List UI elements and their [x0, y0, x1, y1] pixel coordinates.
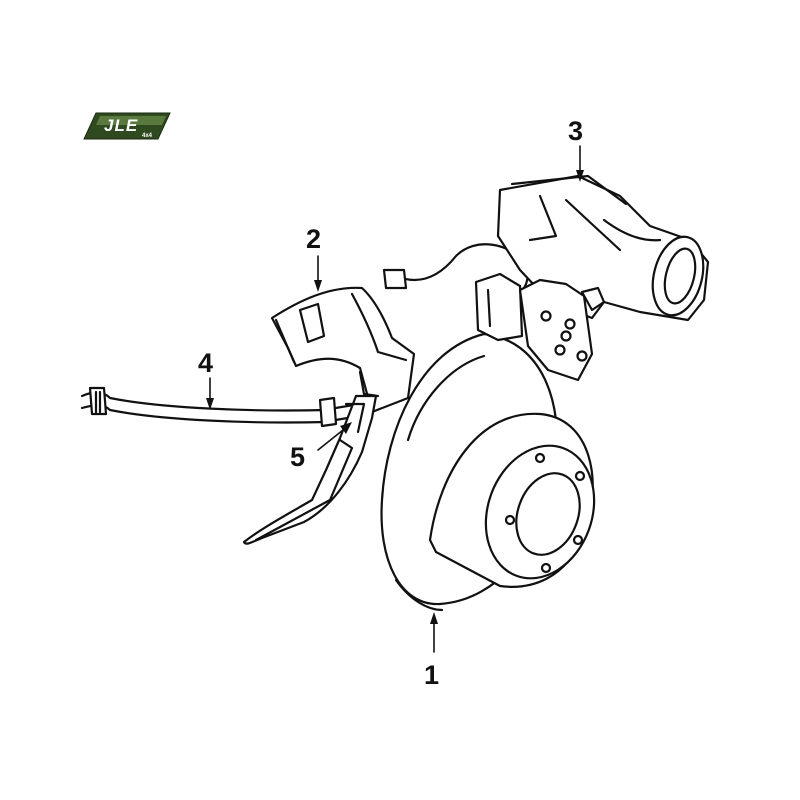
callout-4: 4 [198, 348, 214, 410]
brake-hose [80, 386, 370, 428]
logo-text: JLE [104, 116, 138, 135]
callout-3-label: 3 [568, 116, 583, 146]
jle-logo: JLE 4x4 [83, 112, 171, 140]
callout-3: 3 [568, 116, 584, 182]
brake-caliper [382, 174, 710, 382]
callout-5-label: 5 [290, 442, 305, 472]
callout-2-label: 2 [306, 224, 321, 254]
callout-4-label: 4 [198, 348, 213, 378]
mudshield-upper [270, 286, 416, 414]
brake-pad-outer [518, 278, 594, 382]
brake-pad-inner [474, 272, 524, 342]
callout-1-label: 1 [424, 660, 439, 690]
logo-badge-highlight [96, 116, 166, 125]
logo-subtext: 4x4 [142, 133, 153, 139]
callout-1: 1 [424, 612, 439, 690]
brake-disc [380, 332, 596, 612]
callout-2: 2 [306, 224, 322, 292]
mudshield [242, 286, 416, 545]
callout-5: 5 [290, 422, 352, 472]
mudshield-lower [242, 394, 378, 545]
